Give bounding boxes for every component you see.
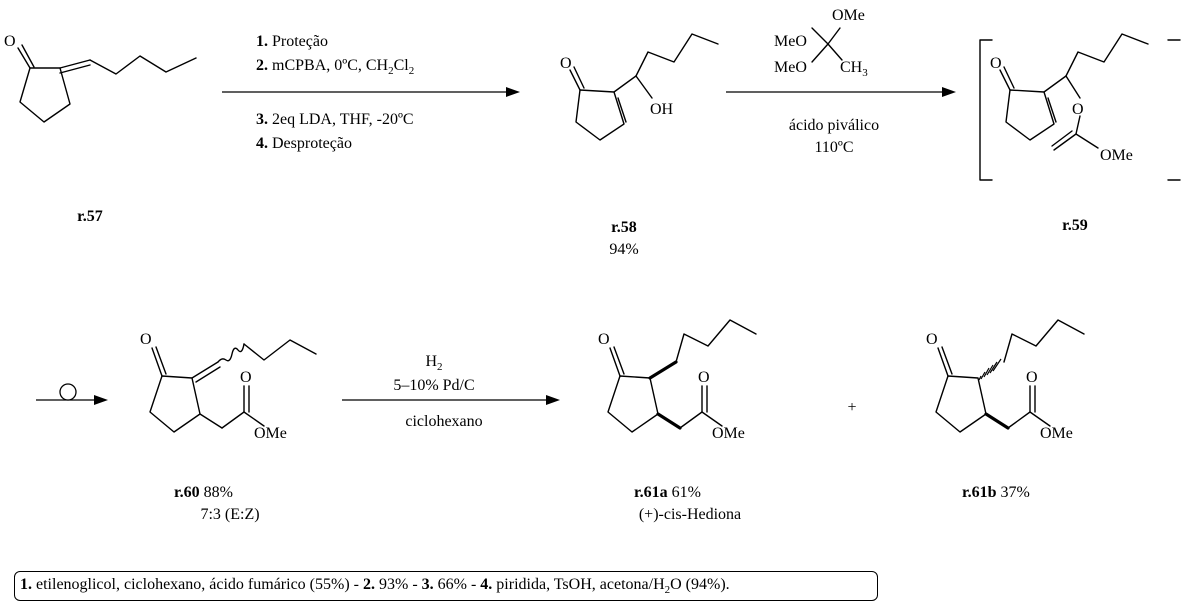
svg-text:CH3: CH3 [840, 59, 868, 79]
molecule-r61b: O O OMe [926, 319, 1085, 442]
reagent-step2-line2: 110ºC [814, 139, 853, 156]
hashed-bond [978, 358, 1002, 381]
label-r57: r.57 [77, 208, 103, 225]
atom-o-ester-r61a: O [698, 369, 710, 386]
reagent-pdc: 5–10% Pd/C [393, 377, 474, 394]
label-r58: r.58 [611, 219, 637, 236]
svg-text:r.61a 61%: r.61a 61% [634, 484, 701, 501]
molecule-r57: O [4, 33, 197, 123]
label-r61b: r.61b 37% [962, 484, 1030, 501]
molecule-r58: O OH [560, 33, 719, 141]
atom-o-r61a: O [598, 331, 610, 348]
plus-sign: + [847, 399, 856, 416]
label-r61a: r.61a 61% (+)-cis-Hediona [634, 484, 741, 523]
footnote-box [14, 571, 878, 601]
molecule-r59: O O OMe [990, 33, 1149, 164]
svg-text:3. 2eq LDA, THF, -20ºC: 3. 2eq LDA, THF, -20ºC [256, 111, 414, 128]
footnote: 1. etilenoglicol, ciclohexano, ácido fum… [20, 576, 730, 597]
yield-r58: 94% [609, 241, 638, 258]
atom-ome-r61a: OMe [712, 425, 745, 442]
arrow-step1 [222, 87, 520, 97]
ratio-r60: 7:3 (E:Z) [200, 506, 259, 523]
atom-o-r58: O [560, 55, 572, 72]
atom-ome-r59: OMe [1100, 147, 1133, 164]
reagent-orthoacetate: OMe MeO MeO CH3 [774, 7, 868, 79]
reagent-step2-line1: ácido piválico [789, 117, 879, 134]
atom-o-ester-r60: O [240, 369, 252, 386]
svg-text:MeO: MeO [774, 59, 807, 76]
svg-text:2. mCPBA, 0ºC, CH2Cl2: 2. mCPBA, 0ºC, CH2Cl2 [256, 57, 414, 77]
arrow-hydrogenation [342, 395, 560, 405]
svg-text:OMe: OMe [832, 7, 865, 24]
atom-o-r60: O [140, 331, 152, 348]
label-r60: r.60 88% 7:3 (E:Z) [174, 484, 260, 523]
svg-text:1. Proteção: 1. Proteção [256, 33, 328, 50]
svg-text:MeO: MeO [774, 33, 807, 50]
arrow-step2 [726, 87, 956, 97]
name-r61a: (+)-cis-Hediona [639, 506, 741, 523]
reagents-step1: 1. Proteção 2. mCPBA, 0ºC, CH2Cl2 3. 2eq… [256, 33, 414, 152]
atom-o-r59: O [990, 55, 1002, 72]
atom-oh-r58: OH [650, 101, 674, 118]
atom-o-r61b: O [926, 331, 938, 348]
atom-o-r57: O [4, 33, 16, 50]
atom-ome-r61b: OMe [1040, 425, 1073, 442]
molecule-r60: O O OMe [140, 331, 317, 442]
reagent-h2: H2 [425, 353, 442, 373]
molecule-r61a: O O OMe [598, 319, 757, 442]
atom-o-ester-r61b: O [1026, 369, 1038, 386]
atom-ome-r60: OMe [254, 425, 287, 442]
arrow-rearrangement [36, 383, 108, 405]
reagent-solvent: ciclohexano [405, 413, 482, 430]
svg-text:r.60 88%: r.60 88% [174, 484, 233, 501]
bracket-r59 [979, 39, 1181, 181]
label-r59: r.59 [1062, 217, 1088, 234]
svg-text:4. Desproteção: 4. Desproteção [256, 135, 352, 152]
circle-symbol [59, 383, 77, 401]
atom-o-ether-r59: O [1072, 101, 1084, 118]
